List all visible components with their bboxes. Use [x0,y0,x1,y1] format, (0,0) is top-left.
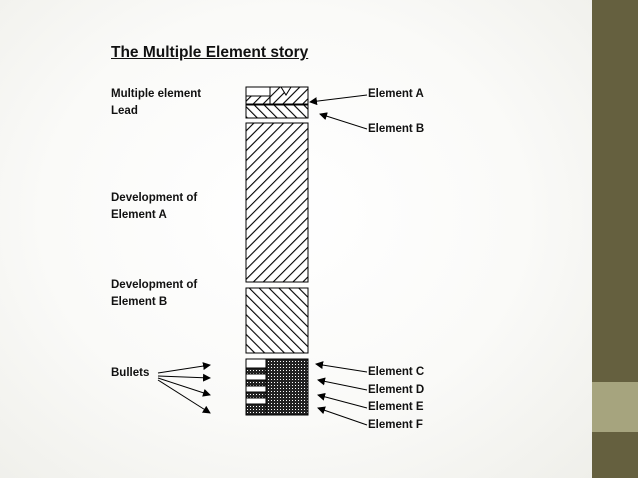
development-b-label-line1: Development of [111,279,198,291]
bullets-label: Bullets [111,367,150,379]
lead-notch [280,86,292,96]
bullets-body [265,358,309,416]
bullet-f-gap [245,397,267,405]
lead-element-b-cell [245,104,309,119]
element-c-label: Element C [368,366,425,378]
development-b-label-line2: Element B [111,296,168,308]
development-a-label-line1: Development of [111,192,198,204]
bullet-e-stub [245,391,267,399]
development-a-block [245,122,309,283]
bullet-f-stub [245,403,267,416]
arrow-element-e [317,392,368,409]
bullet-c-gap [245,358,267,369]
development-b-label: Development of Element B [111,277,197,311]
bullet-d-stub [245,379,267,387]
element-a-label: Element A [368,88,424,100]
arrow-element-b [319,112,368,130]
lead-label: Multiple element Lead [111,86,201,120]
bullets-arrow-3 [157,377,211,397]
bullets-arrow-2 [157,373,211,382]
element-b-label: Element B [368,123,425,135]
lead-label-line2: Lead [111,105,138,117]
arrow-element-d [317,377,368,391]
development-b-block [245,287,309,354]
lead-label-line1: Multiple element [111,88,202,100]
element-e-label: Element E [368,401,424,413]
slide-title: The Multiple Element story [111,44,309,61]
development-a-label-line2: Element A [111,209,167,221]
side-band-light [592,382,638,432]
bullets-arrow-4 [157,379,211,414]
arrow-element-a [309,94,368,106]
bullet-d-gap [245,373,267,381]
arrow-element-f [317,406,368,426]
element-f-label: Element F [368,419,423,431]
lead-hatch-cell [245,95,271,105]
element-d-label: Element D [368,384,425,396]
bullet-c-stub [245,367,267,375]
bullets-block [245,358,309,416]
development-a-label: Development of Element A [111,190,197,224]
arrow-element-c [315,361,368,373]
lead-white-cell [245,86,271,97]
bullets-arrow-1 [157,362,211,374]
bullet-e-gap [245,385,267,393]
